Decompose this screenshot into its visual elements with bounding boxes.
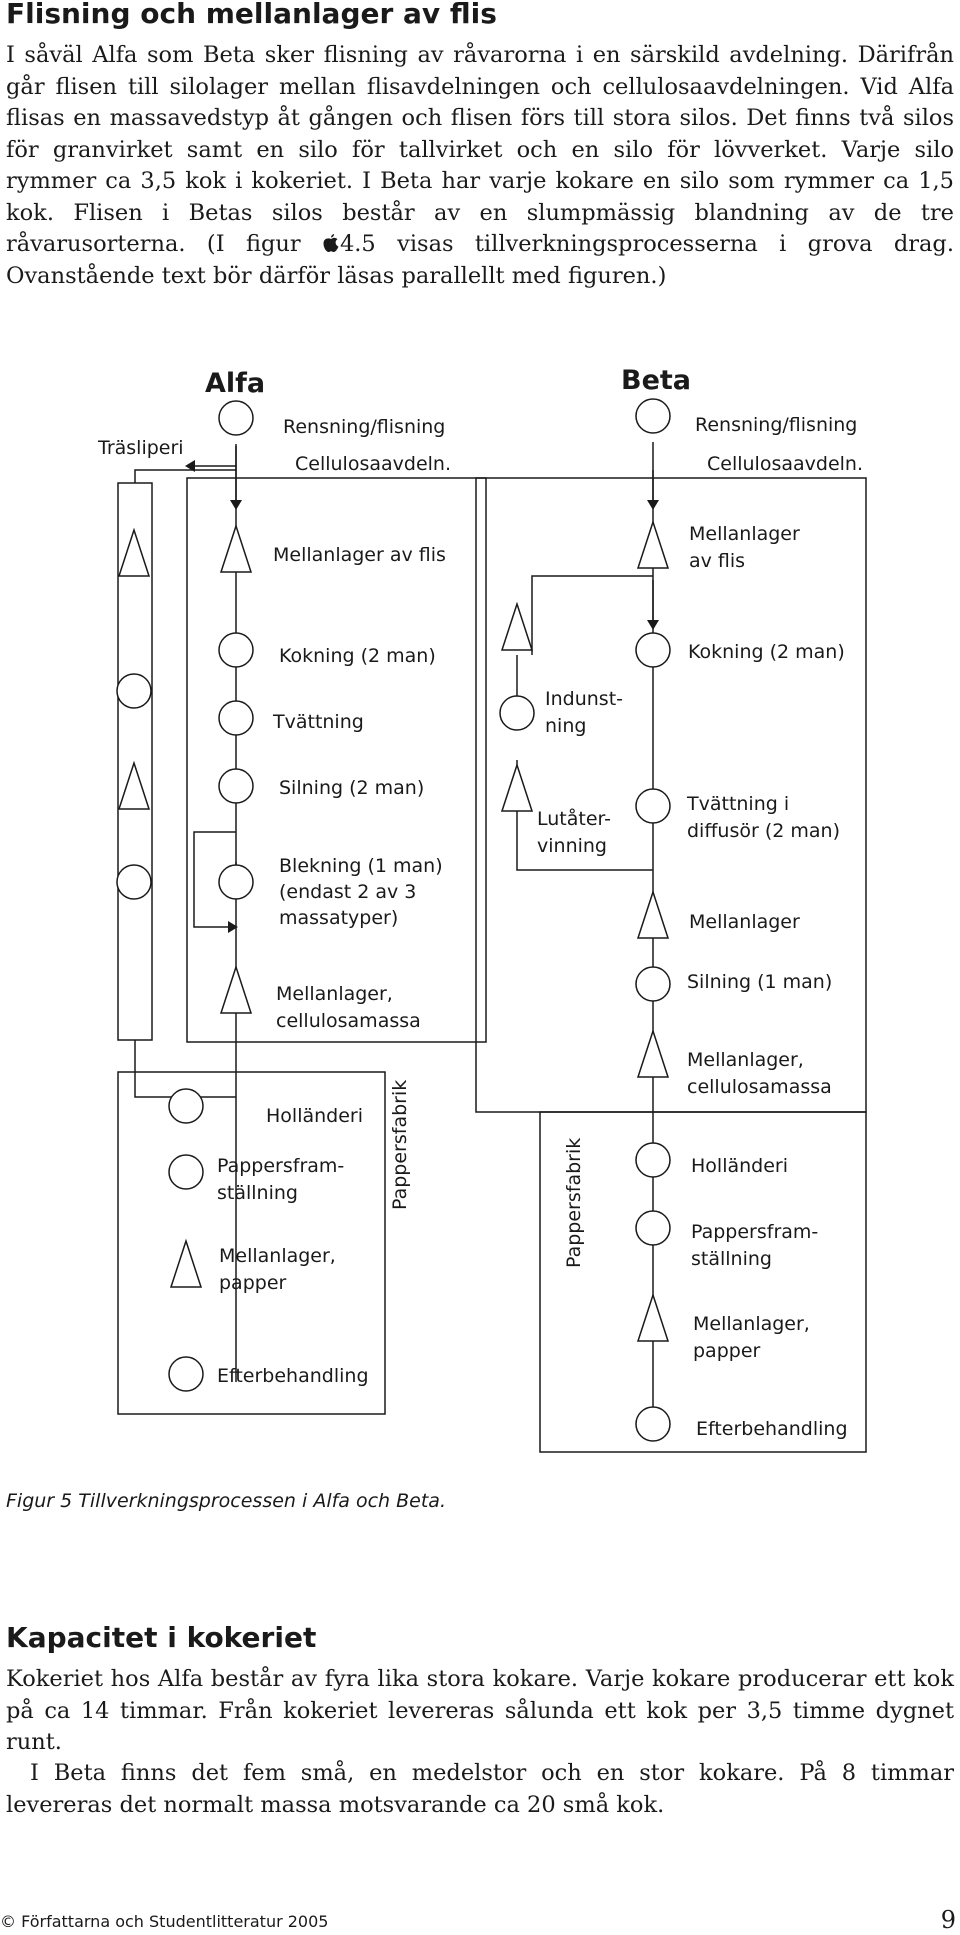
alfa-efterbeh-circle bbox=[168, 1356, 204, 1392]
beta-step-label: Cellulosaavdeln. bbox=[707, 453, 863, 475]
alfa-bleach-bypass bbox=[193, 831, 238, 933]
beta-pappersfabrik-label: Pappersfabrik bbox=[563, 1138, 585, 1268]
beta-tvattning-circle bbox=[635, 788, 671, 824]
beta-kokning-circle bbox=[635, 632, 671, 668]
beta-cellulosa-box bbox=[475, 477, 867, 1113]
alfa-step-label: Silning (2 man) bbox=[279, 777, 424, 799]
beta-step-label: Mellanlager bbox=[689, 523, 800, 545]
alfa-flisning-circle bbox=[218, 400, 254, 436]
alfa-papper-triangle bbox=[169, 1238, 203, 1288]
beta-step-label: Tvättning i bbox=[686, 793, 789, 815]
beta-paper-label: Mellanlager, bbox=[693, 1313, 810, 1335]
alfa-step-label: Tvättning bbox=[272, 711, 364, 733]
kapacitet-paragraph-2: I Beta finns det fem små, en medelstor o… bbox=[6, 1760, 954, 1818]
beta-mellanlager-triangle bbox=[636, 889, 670, 939]
alfa-step-label: cellulosamassa bbox=[276, 1010, 421, 1032]
trasliperi-circle-1 bbox=[116, 673, 152, 709]
alfa-step-label: Kokning (2 man) bbox=[279, 645, 436, 667]
alfa-paper-label: Efterbehandling bbox=[217, 1365, 369, 1387]
section-heading-flisning: Flisning och mellanlager av flis bbox=[6, 0, 497, 30]
beta-silo-triangle bbox=[636, 519, 670, 569]
footer-copyright: © Författarna och Studentlitteratur 2005 bbox=[0, 1912, 329, 1931]
beta-paper-label: ställning bbox=[691, 1248, 772, 1270]
figure-caption: Figur 5 Tillverkningsprocessen i Alfa oc… bbox=[6, 1490, 446, 1512]
intro-paragraph: I såväl Alfa som Beta sker flisning av r… bbox=[6, 40, 954, 292]
beta-step-label: Kokning (2 man) bbox=[688, 641, 845, 663]
beta-recovery-label: Indunst- bbox=[545, 688, 623, 710]
beta-papper-triangle bbox=[636, 1292, 670, 1342]
intro-text-tail: 4.5 visas tillverkningsprocesserna i gro… bbox=[6, 231, 954, 289]
alfa-pappersframst-circle bbox=[168, 1154, 204, 1190]
beta-paper-label: Efterbehandling bbox=[696, 1418, 848, 1440]
kapacitet-paragraph-1: Kokeriet hos Alfa består av fyra lika st… bbox=[6, 1666, 954, 1755]
alfa-step-label: Cellulosaavdeln. bbox=[295, 453, 451, 475]
alfa-cellulosa-box bbox=[186, 477, 487, 1043]
beta-flisning-circle bbox=[635, 398, 671, 434]
beta-step-label: Silning (1 man) bbox=[687, 971, 832, 993]
beta-recovery-label: vinning bbox=[537, 835, 607, 857]
alfa-paper-label: Mellanlager, bbox=[219, 1245, 336, 1267]
beta-paper-label: papper bbox=[693, 1340, 761, 1362]
apple-icon bbox=[322, 231, 340, 252]
alfa-step-label: (endast 2 av 3 bbox=[279, 881, 416, 903]
trasliperi-triangle-2 bbox=[117, 760, 151, 810]
alfa-kokning-circle bbox=[218, 632, 254, 668]
alfa-silning-circle bbox=[218, 768, 254, 804]
beta-step-label: cellulosamassa bbox=[687, 1076, 832, 1098]
trasliperi-circle-2 bbox=[116, 864, 152, 900]
beta-pappersfabrik-box bbox=[539, 1111, 867, 1453]
beta-paper-label: Holländeri bbox=[691, 1155, 788, 1177]
beta-step-label: diffusör (2 man) bbox=[687, 820, 840, 842]
alfa-trasliperi-label: Träsliperi bbox=[97, 437, 184, 459]
alfa-step-label: Mellanlager av flis bbox=[273, 544, 446, 566]
alfa-mellanlager-triangle bbox=[219, 964, 253, 1014]
beta-pappersframst-circle bbox=[635, 1210, 671, 1246]
alfa-title: Alfa bbox=[205, 368, 265, 399]
beta-lutat-triangle bbox=[500, 762, 534, 812]
alfa-tvattning-circle bbox=[218, 700, 254, 736]
alfa-paper-label: Pappersfram- bbox=[217, 1155, 344, 1177]
alfa-step-label: Mellanlager, bbox=[276, 983, 393, 1005]
beta-hollanderi-circle bbox=[635, 1142, 671, 1178]
beta-title: Beta bbox=[621, 365, 691, 396]
trasliperi-triangle-1 bbox=[117, 527, 151, 577]
alfa-paper-label: ställning bbox=[217, 1182, 298, 1204]
intro-text: I såväl Alfa som Beta sker flisning av r… bbox=[6, 42, 954, 257]
alfa-blekning-circle bbox=[218, 864, 254, 900]
alfa-pappersfabrik-label: Pappersfabrik bbox=[389, 1080, 411, 1210]
beta-recovery-label: ning bbox=[545, 715, 586, 737]
beta-step-label: Mellanlager, bbox=[687, 1049, 804, 1071]
alfa-paper-label: Holländeri bbox=[266, 1105, 363, 1127]
beta-paper-label: Pappersfram- bbox=[691, 1221, 818, 1243]
beta-cellulosa-triangle bbox=[636, 1028, 670, 1078]
beta-recovery-label: Lutåter- bbox=[537, 807, 611, 830]
beta-step-label: Mellanlager bbox=[689, 911, 800, 933]
beta-indunst-circle bbox=[499, 695, 535, 731]
page-number: 9 bbox=[940, 1906, 956, 1934]
alfa-step-label: massatyper) bbox=[279, 907, 398, 929]
alfa-step-label: Blekning (1 man) bbox=[279, 855, 443, 877]
beta-silning-circle bbox=[635, 966, 671, 1002]
section-heading-kapacitet: Kapacitet i kokeriet bbox=[6, 1621, 317, 1654]
beta-step-label: Rensning/flisning bbox=[695, 414, 857, 436]
alfa-pappersfabrik-box bbox=[117, 1071, 386, 1415]
alfa-paper-label: papper bbox=[219, 1272, 287, 1294]
beta-efterbeh-circle bbox=[635, 1406, 671, 1442]
beta-indunst-triangle bbox=[500, 601, 534, 651]
alfa-hollanderi-circle bbox=[168, 1088, 204, 1124]
alfa-trasliperi-branch bbox=[134, 446, 237, 483]
alfa-step-label: Rensning/flisning bbox=[283, 416, 445, 438]
beta-recovery-feed bbox=[531, 575, 653, 655]
alfa-silo-triangle bbox=[219, 523, 253, 573]
trasliperi-return-line bbox=[134, 1040, 236, 1098]
beta-step-label: av flis bbox=[689, 550, 745, 572]
